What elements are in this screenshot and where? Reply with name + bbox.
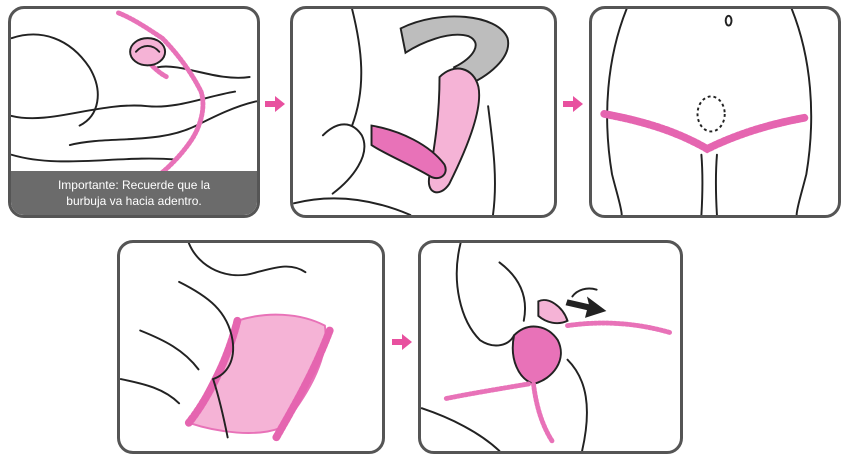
step-5-panel xyxy=(418,240,683,454)
caption-line-1: Importante: Recuerde que la xyxy=(11,177,257,193)
arrow-right-icon xyxy=(562,96,584,112)
step-3-panel xyxy=(589,6,841,218)
step-2-illustration xyxy=(293,9,554,215)
step-4-illustration xyxy=(120,243,382,451)
important-caption: Importante: Recuerde que la burbuja va h… xyxy=(11,171,257,215)
arrow-right-icon xyxy=(264,96,286,112)
step-4-panel xyxy=(117,240,385,454)
arrow-right-icon xyxy=(391,334,413,350)
step-1-panel: Importante: Recuerde que la burbuja va h… xyxy=(8,6,260,218)
arrow-down-left-icon xyxy=(566,296,607,317)
caption-line-2: burbuja va hacia adentro. xyxy=(11,193,257,209)
step-3-illustration xyxy=(592,9,838,215)
step-5-illustration xyxy=(421,243,680,451)
step-2-panel xyxy=(290,6,557,218)
